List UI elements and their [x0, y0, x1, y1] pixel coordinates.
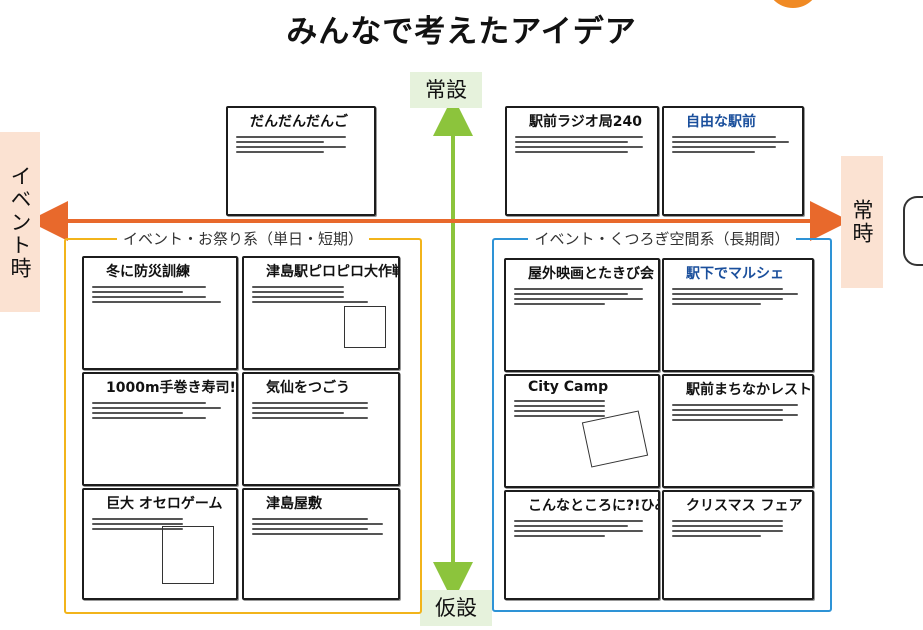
- group-left: イベント・お祭り系（単日・短期）: [64, 230, 422, 614]
- group-right: イベント・くつろぎ空間系（長期間）: [492, 230, 832, 612]
- idea-card-title: だんだんだんご: [250, 114, 348, 130]
- edge-bracket: [903, 196, 923, 266]
- axis-label-bottom: 仮設: [420, 590, 492, 626]
- idea-card-title: 駅前まちなかレストラン: [686, 382, 812, 398]
- idea-card-title: 1000m手巻き寿司!!: [106, 380, 236, 396]
- idea-card: 屋外映画とたきび会: [504, 258, 660, 372]
- page-title: みんなで考えたアイデア: [286, 14, 637, 50]
- othello-board-sketch: [162, 526, 214, 584]
- tent-sketch: [581, 410, 649, 468]
- axis-label-right-text: 常時: [850, 199, 874, 245]
- axis-label-left-text: イベント時: [8, 164, 32, 280]
- idea-card: 自由な駅前: [662, 106, 804, 216]
- idea-card: こんなところに?!ひみつ基地: [504, 490, 660, 600]
- idea-card: 気仙をつごう: [242, 372, 400, 486]
- idea-card: City Camp: [504, 374, 660, 488]
- idea-card: 駅前まちなかレストラン: [662, 374, 814, 488]
- idea-card-title: 冬に防災訓練: [106, 264, 190, 280]
- axis-label-left: イベント時: [0, 132, 40, 312]
- idea-card: 駅前ラジオ局240: [505, 106, 659, 216]
- idea-card: クリスマス フェア: [662, 490, 814, 600]
- idea-card-title: 駅下でマルシェ: [686, 266, 784, 282]
- idea-card-title: 屋外映画とたきび会: [528, 266, 654, 282]
- idea-card: 冬に防災訓練: [82, 256, 238, 370]
- idea-card: 津島駅ピロピロ大作戦!!: [242, 256, 400, 370]
- idea-card: だんだんだんご: [226, 106, 376, 216]
- idea-card-title: 自由な駅前: [686, 114, 756, 130]
- idea-card-title: 巨大 オセロゲーム: [106, 496, 223, 512]
- idea-card-title: 津島屋敷: [266, 496, 322, 512]
- idea-card-title: City Camp: [528, 379, 609, 395]
- idea-card-title: 津島駅ピロピロ大作戦!!: [266, 264, 398, 280]
- idea-card: 1000m手巻き寿司!!: [82, 372, 238, 486]
- idea-card-title: クリスマス フェア: [686, 498, 803, 514]
- grid-sketch: [344, 306, 386, 348]
- idea-card-title: 気仙をつごう: [266, 380, 350, 396]
- idea-card: 巨大 オセロゲーム: [82, 488, 238, 600]
- idea-card: 津島屋敷: [242, 488, 400, 600]
- idea-card-title: 駅前ラジオ局240: [529, 114, 642, 130]
- idea-card: 駅下でマルシェ: [662, 258, 814, 372]
- axis-label-right: 常時: [841, 156, 883, 288]
- group-right-title: イベント・くつろぎ空間系（長期間）: [528, 230, 796, 248]
- idea-card-title: こんなところに?!ひみつ基地: [528, 498, 658, 514]
- corner-badge: [766, 0, 820, 8]
- axis-label-top: 常設: [410, 72, 482, 108]
- group-left-title: イベント・お祭り系（単日・短期）: [116, 230, 369, 248]
